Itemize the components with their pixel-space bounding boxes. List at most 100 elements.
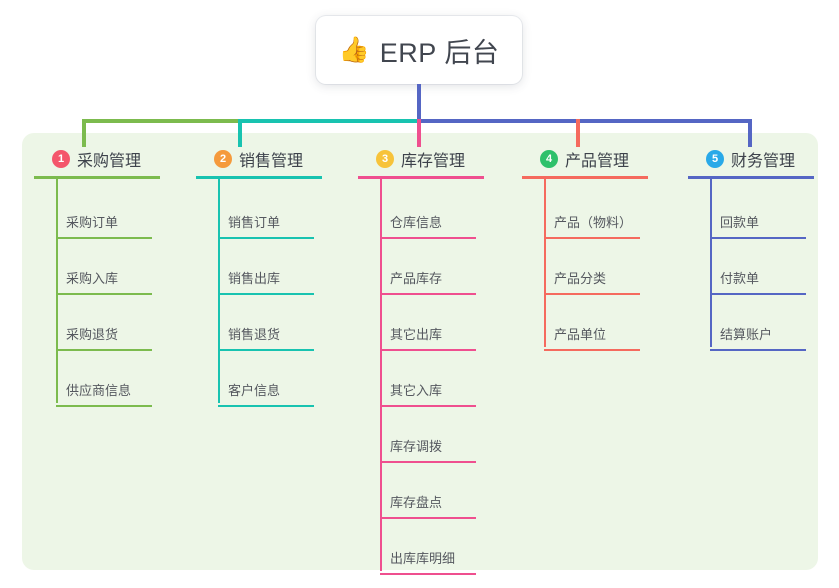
leaf-underline bbox=[380, 293, 476, 295]
leaf-item[interactable]: 其它出库 bbox=[380, 295, 476, 351]
leaf-underline bbox=[380, 349, 476, 351]
leaf-item[interactable]: 销售出库 bbox=[218, 239, 314, 295]
leaf-underline bbox=[56, 293, 152, 295]
leaf-list-sales: 销售订单销售出库销售退货客户信息 bbox=[196, 179, 346, 407]
leaf-underline bbox=[380, 461, 476, 463]
leaf-item[interactable]: 库存调拨 bbox=[380, 407, 476, 463]
leaf-label: 其它出库 bbox=[390, 327, 443, 342]
leaf-underline bbox=[380, 517, 476, 519]
segment-blue bbox=[419, 119, 752, 123]
leaf-item[interactable]: 销售订单 bbox=[218, 183, 314, 239]
leaf-spine bbox=[218, 179, 220, 403]
leaf-label: 客户信息 bbox=[228, 383, 281, 398]
leaf-underline bbox=[56, 237, 152, 239]
leaf-item[interactable]: 采购订单 bbox=[56, 183, 152, 239]
branch-number-badge: 1 bbox=[52, 150, 70, 168]
branch-header-sales[interactable]: 2 销售管理 bbox=[196, 147, 346, 171]
thumbs-up-icon: 👍 bbox=[338, 35, 370, 64]
leaf-item[interactable]: 其它入库 bbox=[380, 351, 476, 407]
leaf-underline bbox=[544, 237, 640, 239]
branch-number-badge: 2 bbox=[214, 150, 232, 168]
leaf-item[interactable]: 结算账户 bbox=[710, 295, 806, 351]
segment-green bbox=[82, 119, 238, 123]
branch-number-badge: 3 bbox=[376, 150, 394, 168]
branch-underline bbox=[522, 176, 648, 179]
drop-inventory bbox=[417, 119, 421, 147]
branch-underline bbox=[688, 176, 814, 179]
leaf-label: 采购退货 bbox=[66, 327, 119, 342]
branch-title: 销售管理 bbox=[239, 153, 304, 170]
leaf-underline bbox=[218, 237, 314, 239]
leaf-label: 回款单 bbox=[720, 215, 760, 230]
leaf-spine bbox=[380, 179, 382, 571]
leaf-item[interactable]: 产品库存 bbox=[380, 239, 476, 295]
leaf-underline bbox=[380, 405, 476, 407]
branch-number-badge: 4 bbox=[540, 150, 558, 168]
branch-underline bbox=[34, 176, 160, 179]
branch-header-purchase[interactable]: 1 采购管理 bbox=[34, 147, 184, 171]
leaf-underline bbox=[218, 405, 314, 407]
leaf-item[interactable]: 采购退货 bbox=[56, 295, 152, 351]
leaf-label: 销售退货 bbox=[228, 327, 281, 342]
root-node[interactable]: 👍 ERP 后台 bbox=[316, 16, 522, 84]
leaf-list-product: 产品（物料） 产品分类产品单位 bbox=[522, 179, 672, 351]
segment-teal bbox=[238, 119, 419, 123]
leaf-spine bbox=[56, 179, 58, 403]
leaf-label: 库存调拨 bbox=[390, 439, 443, 454]
leaf-item[interactable]: 产品（物料） bbox=[544, 183, 640, 239]
leaf-item[interactable]: 产品分类 bbox=[544, 239, 640, 295]
leaf-item[interactable]: 回款单 bbox=[710, 183, 806, 239]
leaf-underline bbox=[710, 349, 806, 351]
leaf-underline bbox=[710, 293, 806, 295]
leaf-item[interactable]: 供应商信息 bbox=[56, 351, 152, 407]
leaf-item[interactable]: 付款单 bbox=[710, 239, 806, 295]
leaf-underline bbox=[56, 349, 152, 351]
leaf-item[interactable]: 出库库明细 bbox=[380, 519, 476, 575]
leaf-label: 结算账户 bbox=[720, 327, 773, 342]
drop-product bbox=[576, 119, 580, 147]
leaf-item[interactable]: 库存盘点 bbox=[380, 463, 476, 519]
branch-number-badge: 5 bbox=[706, 150, 724, 168]
leaf-label: 库存盘点 bbox=[390, 495, 443, 510]
leaf-label: 产品（物料） bbox=[554, 215, 633, 230]
branch-column-sales: 2 销售管理销售订单销售出库销售退货客户信息 bbox=[196, 147, 346, 407]
branch-column-purchase: 1 采购管理采购订单采购入库采购退货供应商信息 bbox=[34, 147, 184, 407]
root-stem-connector bbox=[417, 84, 421, 121]
leaf-label: 其它入库 bbox=[390, 383, 443, 398]
leaf-underline bbox=[218, 349, 314, 351]
leaf-list-purchase: 采购订单采购入库采购退货供应商信息 bbox=[34, 179, 184, 407]
drop-purchase bbox=[82, 119, 86, 147]
branches-panel bbox=[22, 133, 818, 570]
leaf-list-inventory: 仓库信息产品库存其它出库其它入库库存调拨库存盘点出库库明细 bbox=[358, 179, 508, 575]
branch-underline bbox=[196, 176, 322, 179]
branch-title: 采购管理 bbox=[77, 153, 142, 170]
leaf-list-finance: 回款单付款单结算账户 bbox=[688, 179, 838, 351]
leaf-item[interactable]: 销售退货 bbox=[218, 295, 314, 351]
leaf-label: 仓库信息 bbox=[390, 215, 443, 230]
leaf-underline bbox=[380, 573, 476, 575]
leaf-label: 出库库明细 bbox=[390, 551, 456, 566]
leaf-label: 产品单位 bbox=[554, 327, 607, 342]
leaf-label: 付款单 bbox=[720, 271, 760, 286]
leaf-item[interactable]: 客户信息 bbox=[218, 351, 314, 407]
drop-finance bbox=[748, 119, 752, 147]
page-title: ERP 后台 bbox=[379, 37, 500, 68]
drop-sales bbox=[238, 119, 242, 147]
leaf-label: 产品分类 bbox=[554, 271, 607, 286]
leaf-label: 销售订单 bbox=[228, 215, 281, 230]
leaf-label: 供应商信息 bbox=[66, 383, 132, 398]
leaf-label: 采购入库 bbox=[66, 271, 119, 286]
leaf-spine bbox=[544, 179, 546, 347]
leaf-item[interactable]: 产品单位 bbox=[544, 295, 640, 351]
leaf-item[interactable]: 仓库信息 bbox=[380, 183, 476, 239]
leaf-label: 采购订单 bbox=[66, 215, 119, 230]
leaf-item[interactable]: 采购入库 bbox=[56, 239, 152, 295]
leaf-label: 销售出库 bbox=[228, 271, 281, 286]
